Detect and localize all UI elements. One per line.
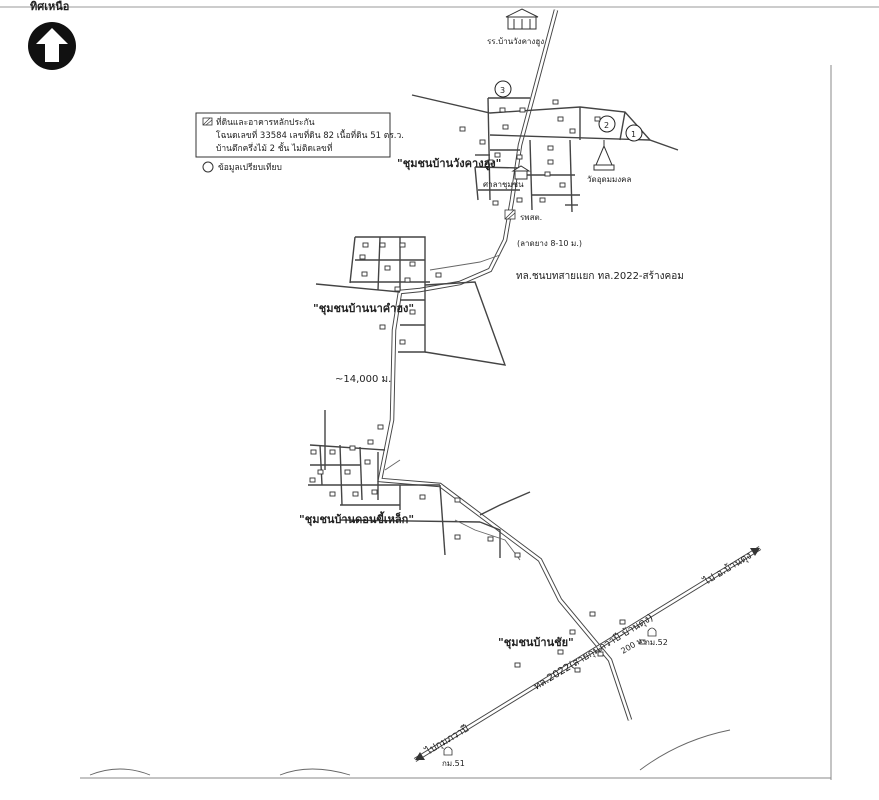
legend-item1-line1: ที่ดินและอาคารหลักประกัน: [216, 116, 315, 128]
to-bandung-label: ไป อ.บ้านดุง: [701, 549, 754, 588]
scan-artifact: [89, 768, 151, 776]
svg-text:1: 1: [631, 130, 636, 139]
school-label: รร.บ้านวังคางฮูง: [487, 37, 544, 47]
scan-artifact: [639, 729, 731, 771]
temple-label: วัดอุดมมงคล: [587, 175, 631, 184]
legend-item1-line3: บ้านตึกครึ่งไม้ 2 ชั้น ไม่ติดเลขที่: [216, 142, 333, 154]
svg-text:3: 3: [500, 86, 505, 95]
km51-post-icon: [443, 746, 453, 756]
community-nakhamkong-label: "ชุมชนบ้านนาคำฮง": [313, 302, 414, 316]
marker-2: 2: [598, 115, 616, 133]
community-chai-label: "ชุมชนบ้านชัย": [498, 636, 574, 650]
highway-2022: [413, 546, 762, 762]
km51-label: กม.51: [442, 759, 465, 768]
legend-box: ที่ดินและอาคารหลักประกัน โฉนดเลขที่ 3358…: [195, 112, 404, 158]
north-label: ทิศเหนือ: [30, 0, 69, 13]
road-grid-nakhamkong: [315, 236, 507, 366]
road-grid-donkhilek: [308, 410, 531, 558]
km52-post-icon: [647, 627, 657, 637]
legend-item2: ข้อมูลเปรียบเทียบ: [218, 162, 282, 173]
sala-icon: [511, 165, 531, 180]
health-center-label: รพสต.: [520, 213, 542, 222]
distance-label: ~14,000 ม.: [335, 374, 391, 385]
legend-item1-line2: โฉนดเลขที่ 33584 เลขที่ดิน 82 เนื้อที่ดิ…: [216, 129, 404, 141]
sala-label: ศาลาชุมชน: [483, 180, 524, 189]
community-wangkanghung-label: "ชุมชนบ้านวังคางฮูง": [397, 157, 501, 171]
collateral-property-icon: [504, 209, 516, 220]
school-icon: [505, 8, 539, 30]
road-width-label: (ลาดยาง 8-10 ม.): [517, 239, 582, 248]
marker-3: 3: [494, 80, 512, 98]
minor-paths: [384, 254, 521, 561]
houses: [309, 99, 646, 673]
svg-text:2: 2: [604, 121, 609, 130]
north-arrow-icon: [28, 22, 76, 70]
main-road: [377, 9, 633, 721]
temple-icon: [593, 140, 615, 171]
comparison-circle-icon: [202, 161, 214, 173]
highway-label: ทล.2022(สายกุมภวาปี-บ้านดุง): [531, 612, 655, 693]
marker-1: 1: [625, 124, 643, 142]
community-donkhilek-label: "ชุมชนบ้านดอนขี้เหล็ก": [299, 511, 414, 527]
scan-artifact: [279, 768, 351, 776]
km52-label: กม.52: [645, 638, 668, 647]
collateral-hatch-icon: [202, 117, 213, 126]
road-grid-wangkanghung: [411, 94, 679, 213]
junction-label: ทล.ชนบทสายแยก ทล.2022-สร้างคอม: [516, 270, 684, 282]
